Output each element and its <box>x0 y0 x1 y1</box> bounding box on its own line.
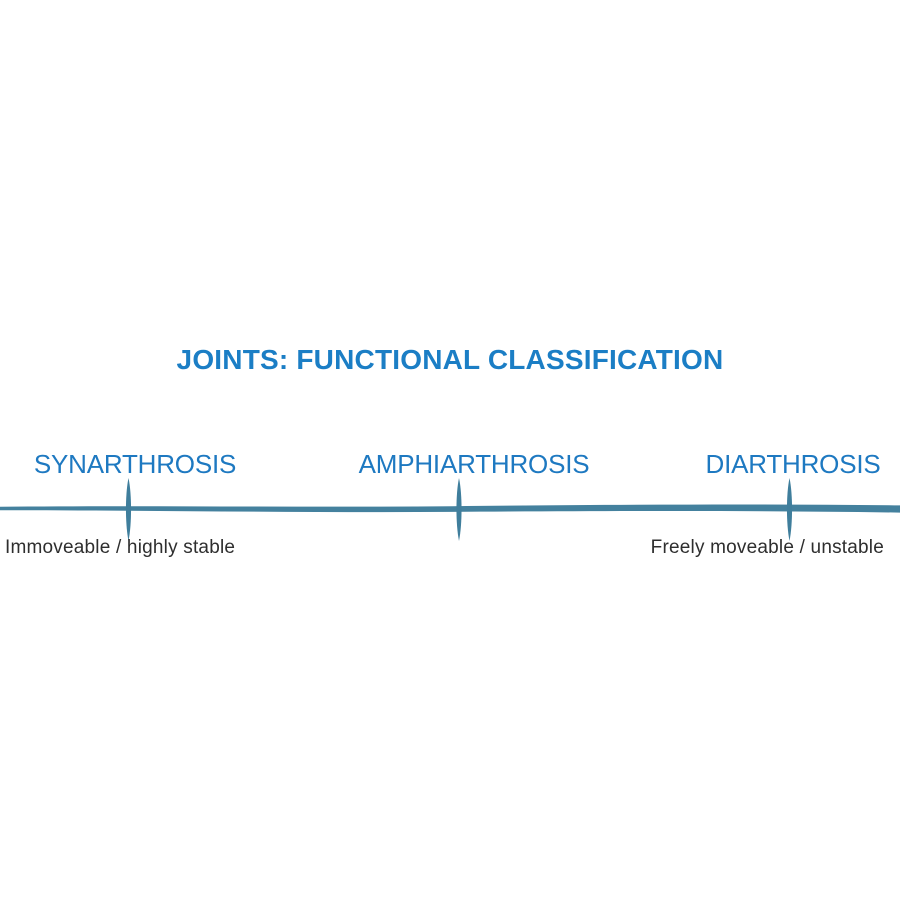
category-label-synarthrosis: SYNARTHROSIS <box>33 449 237 479</box>
category-label-diarthrosis: DIARTHROSIS <box>705 449 881 479</box>
page-title: JOINTS: FUNCTIONAL CLASSIFICATION <box>176 344 724 375</box>
tick-mark-amphiarthrosis-icon <box>456 478 462 541</box>
end-label-freely-moveable: Freely moveable / unstable <box>650 537 884 558</box>
category-label-amphiarthrosis: AMPHIARTHROSIS <box>358 449 590 479</box>
end-label-immoveable: Immoveable / highly stable <box>5 537 236 558</box>
spectrum-axis-line <box>0 504 900 513</box>
tick-mark-synarthrosis-icon <box>125 478 132 541</box>
tick-mark-diarthrosis-icon <box>786 478 793 541</box>
